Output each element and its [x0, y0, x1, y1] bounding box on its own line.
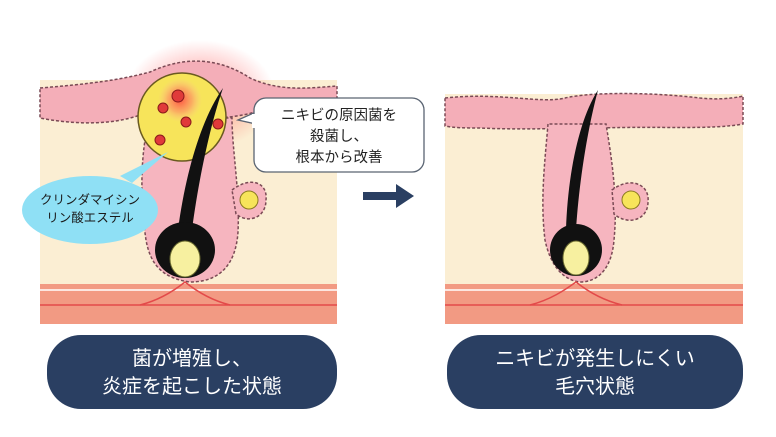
left-caption-line-2: 炎症を起こした状態	[102, 374, 282, 398]
bacteria-5	[212, 118, 224, 130]
drug-bubble-body	[22, 176, 158, 244]
right-dermal-papilla	[562, 240, 590, 276]
drug-label-bubble: クリンダマイシン リン酸エステル	[22, 152, 168, 244]
bacteria-1	[171, 89, 185, 103]
left-dermal-papilla	[169, 240, 201, 278]
right-epidermis	[444, 92, 744, 130]
right-sebum-blob	[621, 190, 641, 210]
left-hair-shaft	[178, 88, 223, 230]
bacteria-3	[180, 116, 192, 128]
bacteria-4	[154, 134, 166, 146]
callout-line-1: ニキビの原因菌を	[281, 107, 397, 124]
left-caption: 菌が増殖し、 炎症を起こした状態	[47, 335, 337, 409]
right-hair-shaft	[566, 90, 598, 230]
bacteria-2	[157, 102, 169, 114]
callout-line-3: 根本から改善	[296, 149, 383, 166]
left-caption-line-1: 菌が増殖し、	[132, 346, 252, 370]
callout-joint	[252, 114, 258, 128]
arrow-shaft	[363, 192, 397, 200]
right-caption-line-2: 毛穴状態	[555, 374, 635, 398]
right-blood-vessel	[529, 281, 623, 306]
left-sebum-blob	[239, 190, 259, 210]
drug-label-line-1: クリンダマイシン	[40, 192, 140, 207]
transition-arrow	[363, 184, 414, 208]
callout-box	[253, 97, 425, 173]
callout-line-2: 殺菌し、	[310, 128, 368, 145]
speech-callout: ニキビの原因菌を 殺菌し、 根本から改善	[235, 97, 425, 173]
drug-label-line-2: リン酸エステル	[46, 210, 134, 225]
right-skin-panel	[444, 90, 744, 324]
right-caption-line-1: ニキビが発生しにくい	[495, 346, 695, 370]
left-blood-vessel	[139, 281, 231, 306]
arrow-head	[396, 184, 414, 208]
right-caption: ニキビが発生しにくい 毛穴状態	[447, 335, 743, 409]
drug-bubble-pointer	[120, 152, 168, 183]
